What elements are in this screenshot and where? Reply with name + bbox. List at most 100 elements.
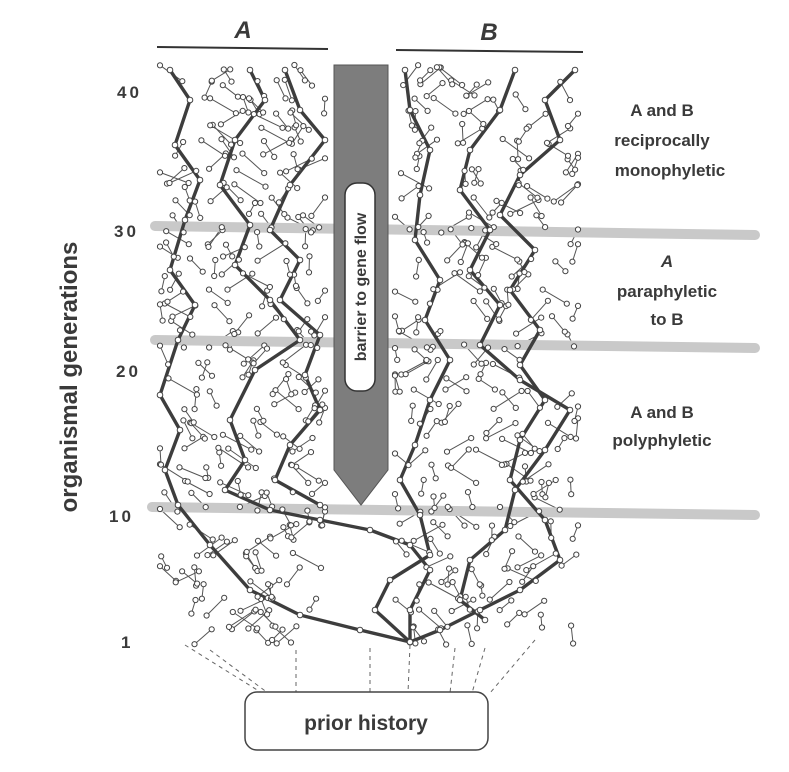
genealogy-node <box>179 568 186 575</box>
genealogy-node <box>267 535 274 542</box>
zone-1-line-1: A and B <box>630 101 694 120</box>
lineage-node <box>221 486 229 494</box>
thin-branch <box>219 481 249 496</box>
genealogy-node <box>191 641 198 648</box>
genealogy-node <box>511 519 518 526</box>
genealogy-node <box>391 313 399 320</box>
lineage-node <box>456 596 464 604</box>
genealogy-node <box>205 286 213 293</box>
genealogy-node <box>490 405 497 412</box>
thin-branch <box>257 242 286 262</box>
thin-branch <box>510 199 539 215</box>
genealogy-node <box>156 445 164 452</box>
genealogy-node <box>315 477 322 484</box>
genealogy-node <box>295 373 302 381</box>
genealogy-node <box>528 255 535 263</box>
genealogy-node <box>288 462 295 469</box>
lineage-node <box>266 506 274 514</box>
genealogy-node <box>431 504 438 511</box>
genealogy-node <box>273 640 280 647</box>
genealogy-node <box>400 82 407 89</box>
genealogy-node <box>514 256 521 263</box>
genealogy-node <box>314 297 321 304</box>
genealogy-node <box>477 371 484 378</box>
genealogy-node <box>448 464 455 471</box>
genealogy-node <box>465 209 473 216</box>
lineage-node <box>411 236 419 244</box>
lineage-node <box>406 638 414 646</box>
genealogy-node <box>210 552 217 559</box>
genealogy-node <box>415 256 422 263</box>
genealogy-node <box>193 386 200 393</box>
genealogy-node <box>235 256 242 263</box>
genealogy-node <box>430 286 437 293</box>
genealogy-node <box>444 533 451 540</box>
thin-branch <box>460 243 469 263</box>
genealogy-node <box>279 506 286 513</box>
genealogy-node <box>516 270 523 277</box>
genealogy-node <box>430 519 437 526</box>
population-a-label: A <box>233 17 251 44</box>
genealogy-node <box>484 315 491 322</box>
genealogy-node <box>552 550 559 557</box>
genealogy-node <box>218 271 225 278</box>
genealogy-node <box>290 151 297 158</box>
population-b-label: B <box>480 19 497 46</box>
lineage-node <box>246 221 254 229</box>
lineage-node <box>516 376 524 384</box>
genealogy-node <box>245 109 252 116</box>
genealogy-node <box>538 212 545 220</box>
genealogy-node <box>174 508 181 515</box>
thin-branch <box>530 197 543 217</box>
genealogy-node <box>180 138 187 146</box>
genealogy-node <box>254 229 261 236</box>
genealogy-node <box>254 593 261 600</box>
thin-branch <box>526 185 548 200</box>
genealogy-node <box>181 406 188 413</box>
genealogy-node <box>463 388 470 395</box>
thin-branch <box>394 291 416 303</box>
genealogy-node <box>258 210 265 217</box>
genealogy-node <box>395 327 402 335</box>
genealogy-node <box>536 508 543 515</box>
genealogy-node <box>286 271 294 278</box>
genealogy-node <box>186 197 193 204</box>
genealogy-node <box>227 66 234 73</box>
genealogy-node <box>169 212 176 219</box>
genealogy-node <box>156 563 164 570</box>
genealogy-node <box>273 110 280 117</box>
genealogy-node <box>449 579 456 586</box>
genealogy-node <box>224 286 231 293</box>
thin-branch <box>428 582 459 599</box>
genealogy-node <box>476 288 483 295</box>
genealogy-node <box>306 518 313 525</box>
genealogy-node <box>220 253 227 260</box>
lineage-node <box>506 286 514 294</box>
genealogy-node <box>237 197 244 204</box>
genealogy-node <box>448 607 455 615</box>
genealogy-node <box>308 490 316 497</box>
genealogy-node <box>187 313 194 320</box>
genealogy-node <box>193 391 200 398</box>
genealogy-node <box>263 489 270 496</box>
genealogy-node <box>280 433 287 440</box>
genealogy-node <box>444 581 451 588</box>
genealogy-node <box>286 139 293 146</box>
genealogy-node <box>191 564 198 571</box>
lineage-node <box>161 466 169 474</box>
thin-branch <box>211 68 231 82</box>
genealogy-node <box>218 224 225 231</box>
lineage-node <box>261 96 269 104</box>
genealogy-node <box>466 606 473 613</box>
genealogy-node <box>486 214 493 221</box>
genealogy-node <box>158 553 165 560</box>
genealogy-node <box>261 170 268 177</box>
genealogy-node <box>245 464 252 471</box>
genealogy-node <box>517 209 524 217</box>
genealogy-node <box>282 240 289 247</box>
lineage-node <box>426 551 434 559</box>
genealogy-node <box>282 95 289 102</box>
genealogy-node <box>296 445 303 452</box>
genealogy-node <box>464 240 471 247</box>
thin-branch <box>466 81 489 97</box>
